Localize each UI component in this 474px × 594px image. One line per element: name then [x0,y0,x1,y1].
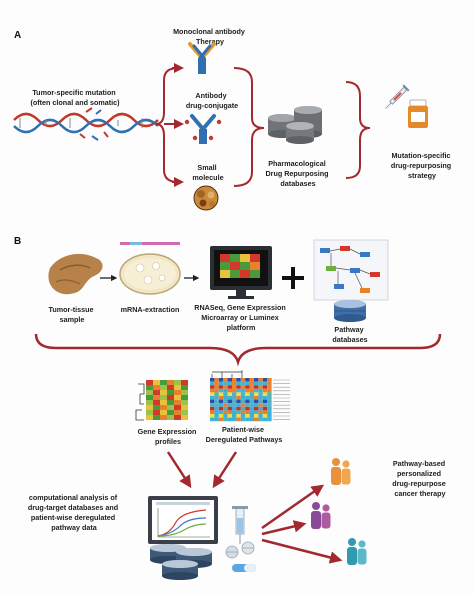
small-molecule-label: Small molecule [192,163,223,182]
small-molecule-icon [193,185,219,211]
antibody-drug-conjugate-icon [184,114,222,144]
deregulated-label: Patient-wise Deregulated Pathways [206,425,283,444]
server-stack-icon [150,544,212,580]
bracket-to-databases [233,67,265,187]
rnaseq-label: RNASeq, Gene Expression Microarray or Lu… [194,303,287,332]
arrow-profiles-to-analysis [166,451,192,489]
dna-strand-icon [13,112,159,134]
analysis-monitor-icon [148,496,218,544]
strategy-label: Mutation-specific drug-repurposing strat… [391,151,453,180]
panel-b-brace [34,333,442,367]
arrow-to-patients-bottom [261,538,343,564]
pathway-diagram-icon [313,239,389,301]
arrow-to-patients-top [261,484,325,530]
patient-group-teal-icon [347,538,367,565]
panel-b-letter: B [14,236,21,247]
adc-label: Antibody drug-conjugate [186,91,238,110]
monoclonal-antibody-label: Monoclonal antibody Therapy [173,27,247,46]
panel-a-letter: A [14,30,21,41]
pathway-db-label: Pathway databases [332,325,367,344]
therapy-label: Pathway-based personalized drug-repurpos… [392,459,448,498]
tumor-tissue-icon [48,253,103,295]
deregulated-pathways-heatmap [210,370,290,422]
databases-label: Pharmacological Drug Repurposing databas… [265,159,330,188]
mrna-label: mRNA-extraction [121,305,180,314]
tissue-label: Tumor-tissue sample [49,305,96,324]
syringe-icon [385,84,410,109]
computational-label: computational analysis of drug-target da… [28,493,120,532]
drug-syringe-icon [232,506,248,544]
bracket-drug-types [155,67,179,183]
drug-database-icon [268,106,322,144]
plus-icon [282,267,304,289]
pathway-database-icon [334,300,366,322]
arrow-to-patients-middle [261,520,307,536]
pills-icon [225,541,256,572]
mutation-fragments-icon [79,107,109,141]
patient-group-purple-icon [311,502,331,529]
monoclonal-antibody-icon [188,42,216,74]
sequencing-monitor-icon [210,246,272,299]
bracket-to-strategy [345,81,371,179]
profiles-label: Gene Expression profiles [138,427,199,446]
arrow-pathways-to-analysis [212,451,238,489]
petri-dish-icon [119,242,181,295]
pill-bottle-icon [408,99,428,128]
mutation-label: Tumor-specific mutation (often clonal an… [30,88,120,107]
patient-group-orange-icon [331,458,351,485]
gene-expression-heatmap [135,380,188,421]
